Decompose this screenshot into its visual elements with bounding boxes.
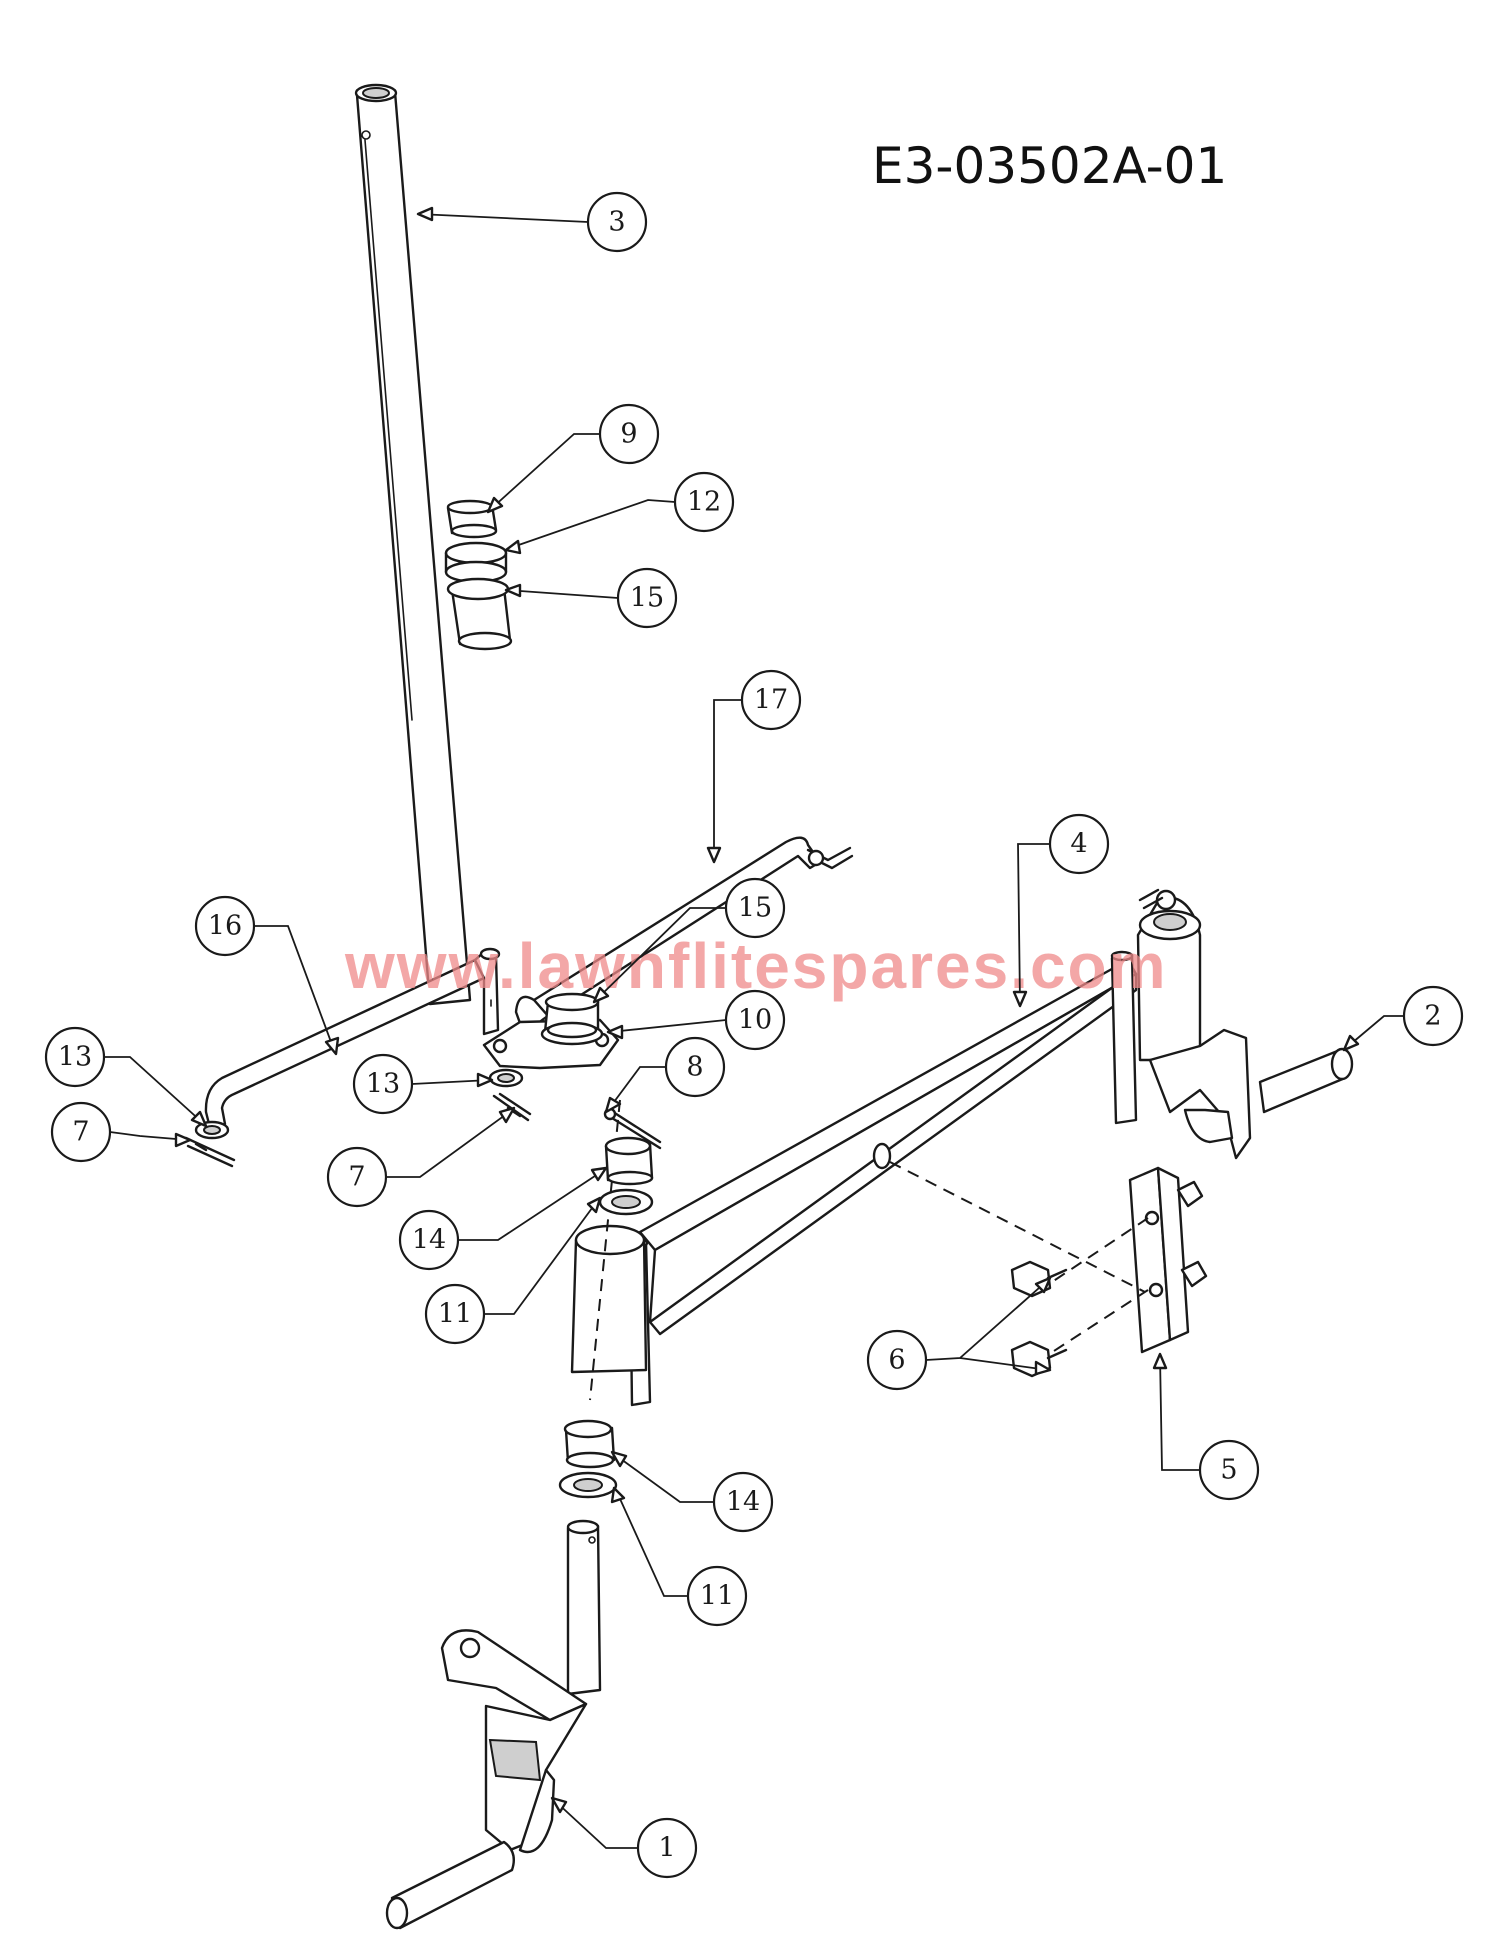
callout-17: 17 xyxy=(740,669,802,731)
svg-text:14: 14 xyxy=(412,1225,446,1256)
svg-text:16: 16 xyxy=(208,911,242,942)
part-12-washer xyxy=(444,541,508,584)
leader-lines xyxy=(104,206,1404,1849)
svg-text:15: 15 xyxy=(630,583,664,614)
svg-text:9: 9 xyxy=(620,419,637,450)
svg-text:2: 2 xyxy=(1424,1001,1441,1032)
alignment-line-axle xyxy=(889,1161,1146,1293)
part-3-steering-shaft xyxy=(354,83,472,1006)
callout-15-lower: 15 xyxy=(724,877,786,939)
svg-text:1: 1 xyxy=(658,1833,675,1864)
part-5-bracket xyxy=(1128,1166,1208,1354)
part-8-cotter-pin xyxy=(603,1107,662,1150)
part-6-bolts xyxy=(1010,1260,1068,1378)
part-13-washer-center xyxy=(488,1068,524,1088)
part-11-washer-lower xyxy=(558,1471,618,1499)
callout-1: 1 xyxy=(636,1817,698,1879)
callout-6: 6 xyxy=(866,1329,928,1391)
callout-3: 3 xyxy=(586,191,648,253)
callout-14-upper: 14 xyxy=(398,1209,460,1271)
part-7-hairpin-center xyxy=(492,1092,532,1122)
callout-15-upper: 15 xyxy=(616,567,678,629)
callout-11-lower: 11 xyxy=(686,1565,748,1627)
callout-9: 9 xyxy=(598,403,660,465)
part-15-bushing-upper xyxy=(446,577,513,651)
part-9-collar xyxy=(446,499,498,539)
svg-text:5: 5 xyxy=(1220,1455,1237,1486)
callout-13-center: 13 xyxy=(352,1053,414,1115)
svg-text:7: 7 xyxy=(348,1162,365,1193)
callout-12: 12 xyxy=(673,471,735,533)
svg-text:6: 6 xyxy=(888,1345,905,1376)
drawing-code: E3-03502A-01 xyxy=(872,137,1227,195)
svg-text:15: 15 xyxy=(738,893,772,924)
part-14-bushing-lower xyxy=(563,1419,616,1469)
svg-text:7: 7 xyxy=(72,1117,89,1148)
part-7-hairpin-left xyxy=(184,1136,236,1168)
callout-7-center: 7 xyxy=(326,1146,388,1208)
callout-7-left: 7 xyxy=(50,1101,112,1163)
alignment-line-bolt-lower xyxy=(1039,1289,1149,1361)
svg-text:11: 11 xyxy=(700,1581,734,1612)
part-14-bushing-upper xyxy=(604,1136,654,1186)
callout-14-lower: 14 xyxy=(712,1471,774,1533)
callout-8: 8 xyxy=(664,1036,726,1098)
svg-text:17: 17 xyxy=(754,685,788,716)
part-11-washer-upper xyxy=(598,1188,654,1216)
svg-text:8: 8 xyxy=(686,1052,703,1083)
callout-4: 4 xyxy=(1048,813,1110,875)
callout-5: 5 xyxy=(1198,1439,1260,1501)
svg-text:10: 10 xyxy=(738,1005,772,1036)
svg-text:13: 13 xyxy=(58,1042,92,1073)
svg-text:3: 3 xyxy=(608,207,625,238)
svg-text:4: 4 xyxy=(1070,829,1087,860)
svg-text:12: 12 xyxy=(687,487,721,518)
callout-11-upper: 11 xyxy=(424,1283,486,1345)
svg-text:14: 14 xyxy=(726,1487,760,1518)
part-10-steering-plate xyxy=(482,992,620,1070)
callout-16: 16 xyxy=(194,895,256,957)
svg-text:13: 13 xyxy=(366,1069,400,1100)
callout-2: 2 xyxy=(1402,985,1464,1047)
part-1-left-spindle xyxy=(385,1519,602,1930)
callout-13-left: 13 xyxy=(44,1026,106,1088)
alignment-line-bolt-upper xyxy=(1039,1217,1149,1291)
part-2-right-spindle xyxy=(1136,888,1354,1160)
part-4-front-axle xyxy=(570,950,1138,1407)
callout-10: 10 xyxy=(724,989,786,1051)
svg-text:11: 11 xyxy=(438,1299,472,1330)
